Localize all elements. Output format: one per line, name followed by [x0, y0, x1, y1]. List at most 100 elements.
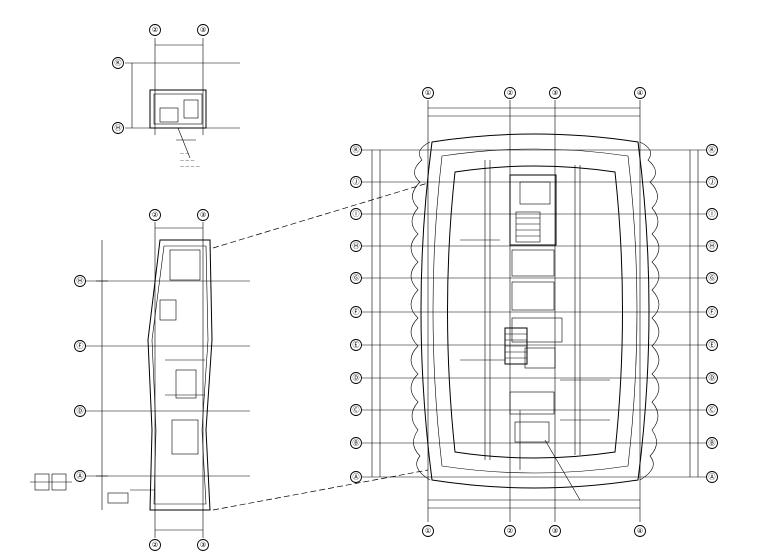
grid-label: Ⓗ [77, 277, 84, 285]
svg-text:— — — —: — — — — [180, 164, 200, 169]
grid-label: ② [152, 541, 158, 549]
grid-label: Ⓗ [353, 242, 360, 250]
top-plan-column-bubbles: ② ③ [149, 24, 209, 36]
main-plan-column-bubbles-bottom: ① ② ③ ④ [422, 525, 646, 537]
grid-bubble-row-D-left: Ⓓ [350, 372, 362, 384]
grid-bubble-col-1-bottom: ① [422, 525, 434, 537]
detail-callout-lines [212, 182, 429, 511]
grid-bubble-row-I-left: Ⓘ [350, 208, 362, 220]
grid-label: Ⓙ [709, 178, 716, 186]
grid-label: ④ [637, 89, 643, 97]
grid-label: Ⓚ [709, 146, 716, 154]
svg-text:— —: — — [180, 151, 189, 156]
grid-label: ③ [200, 211, 206, 219]
grid-label: Ⓑ [353, 439, 360, 447]
grid-label: Ⓗ [709, 242, 716, 250]
grid-label: ③ [552, 89, 558, 97]
grid-label: ② [507, 89, 513, 97]
grid-bubble-col-1-top: ① [422, 87, 434, 99]
grid-label: Ⓑ [709, 439, 716, 447]
grid-label: Ⓖ [353, 274, 360, 282]
grid-bubble-col-2-bottom: ② [149, 539, 161, 551]
grid-label: ④ [637, 527, 643, 535]
grid-label: Ⓕ [77, 342, 84, 350]
grid-label: Ⓘ [353, 210, 360, 218]
top-plan-row-bubbles: Ⓚ Ⓗ [112, 57, 124, 134]
grid-bubble-col-3-top: ③ [549, 87, 561, 99]
grid-label: ③ [200, 26, 206, 34]
grid-bubble-row-F: Ⓕ [74, 340, 86, 352]
grid-bubble-row-I-right: Ⓘ [706, 208, 718, 220]
grid-label: Ⓔ [709, 341, 716, 349]
grid-label: Ⓓ [353, 374, 360, 382]
grid-label: Ⓓ [77, 407, 84, 415]
grid-label: Ⓐ [353, 473, 360, 481]
grid-label: ② [152, 26, 158, 34]
grid-bubble-row-H: Ⓗ [112, 122, 124, 134]
grid-bubble-col-3-top: ③ [197, 209, 209, 221]
grid-label: Ⓖ [709, 274, 716, 282]
grid-label: Ⓘ [709, 210, 716, 218]
grid-label: ③ [552, 527, 558, 535]
grid-bubble-row-J-left: Ⓙ [350, 176, 362, 188]
grid-bubble-row-D: Ⓓ [74, 405, 86, 417]
grid-bubble-col-2-top: ② [149, 209, 161, 221]
top-key-plan: — — — — — — — — — [125, 38, 240, 169]
grid-bubble-row-B-right: Ⓑ [706, 437, 718, 449]
grid-label: Ⓚ [115, 59, 122, 67]
grid-label: Ⓒ [709, 406, 716, 414]
grid-bubble-row-K: Ⓚ [112, 57, 124, 69]
grid-bubble-row-K-left: Ⓚ [350, 144, 362, 156]
grid-label: ① [425, 527, 431, 535]
grid-bubble-row-B-left: Ⓑ [350, 437, 362, 449]
left-floor-plan [30, 222, 250, 538]
grid-label: Ⓚ [353, 146, 360, 154]
grid-bubble-row-H-right: Ⓗ [706, 240, 718, 252]
main-floor-plan [362, 100, 706, 522]
grid-bubble-row-D-right: Ⓓ [706, 372, 718, 384]
grid-bubble-row-J-right: Ⓙ [706, 176, 718, 188]
grid-label: Ⓕ [709, 308, 716, 316]
grid-label: ① [425, 89, 431, 97]
svg-text:— — —: — — — [180, 158, 195, 163]
grid-bubble-row-G-right: Ⓖ [706, 272, 718, 284]
left-plan-row-bubbles: Ⓗ Ⓕ Ⓓ Ⓐ [74, 275, 86, 482]
grid-bubble-row-F-right: Ⓕ [706, 306, 718, 318]
grid-bubble-col-3-bottom: ③ [549, 525, 561, 537]
grid-bubble-col-2: ② [149, 24, 161, 36]
grid-bubble-col-2-bottom: ② [504, 525, 516, 537]
grid-bubble-row-G-left: Ⓖ [350, 272, 362, 284]
main-plan-row-bubbles-right: Ⓚ Ⓙ Ⓘ Ⓗ Ⓖ Ⓕ Ⓔ Ⓓ Ⓒ Ⓑ Ⓐ [706, 144, 718, 483]
grid-bubble-row-E-left: Ⓔ [350, 339, 362, 351]
grid-bubble-row-C-right: Ⓒ [706, 404, 718, 416]
grid-bubble-row-E-right: Ⓔ [706, 339, 718, 351]
grid-bubble-col-3-bottom: ③ [197, 539, 209, 551]
grid-bubble-row-K-right: Ⓚ [706, 144, 718, 156]
grid-bubble-row-H: Ⓗ [74, 275, 86, 287]
grid-label: ③ [200, 541, 206, 549]
grid-bubble-col-3: ③ [197, 24, 209, 36]
grid-label: Ⓔ [353, 341, 360, 349]
grid-bubble-row-H-left: Ⓗ [350, 240, 362, 252]
grid-label: ② [152, 211, 158, 219]
grid-label: Ⓐ [709, 473, 716, 481]
grid-bubble-col-4-top: ④ [634, 87, 646, 99]
grid-bubble-row-C-left: Ⓒ [350, 404, 362, 416]
grid-bubble-row-F-left: Ⓕ [350, 306, 362, 318]
grid-label: Ⓐ [77, 472, 84, 480]
grid-bubble-col-2-top: ② [504, 87, 516, 99]
grid-label: Ⓙ [353, 178, 360, 186]
grid-bubble-row-A-right: Ⓐ [706, 471, 718, 483]
main-plan-row-bubbles-left: Ⓚ Ⓙ Ⓘ Ⓗ Ⓖ Ⓕ Ⓔ Ⓓ Ⓒ Ⓑ Ⓐ [350, 144, 362, 483]
grid-label: Ⓕ [353, 308, 360, 316]
grid-bubble-row-A: Ⓐ [74, 470, 86, 482]
grid-label: ② [507, 527, 513, 535]
grid-label: Ⓒ [353, 406, 360, 414]
grid-bubble-col-4-bottom: ④ [634, 525, 646, 537]
grid-label: Ⓗ [115, 124, 122, 132]
grid-bubble-row-A-left: Ⓐ [350, 471, 362, 483]
left-plan-column-bubbles: ② ③ ② ③ [149, 209, 209, 551]
grid-label: Ⓓ [709, 374, 716, 382]
